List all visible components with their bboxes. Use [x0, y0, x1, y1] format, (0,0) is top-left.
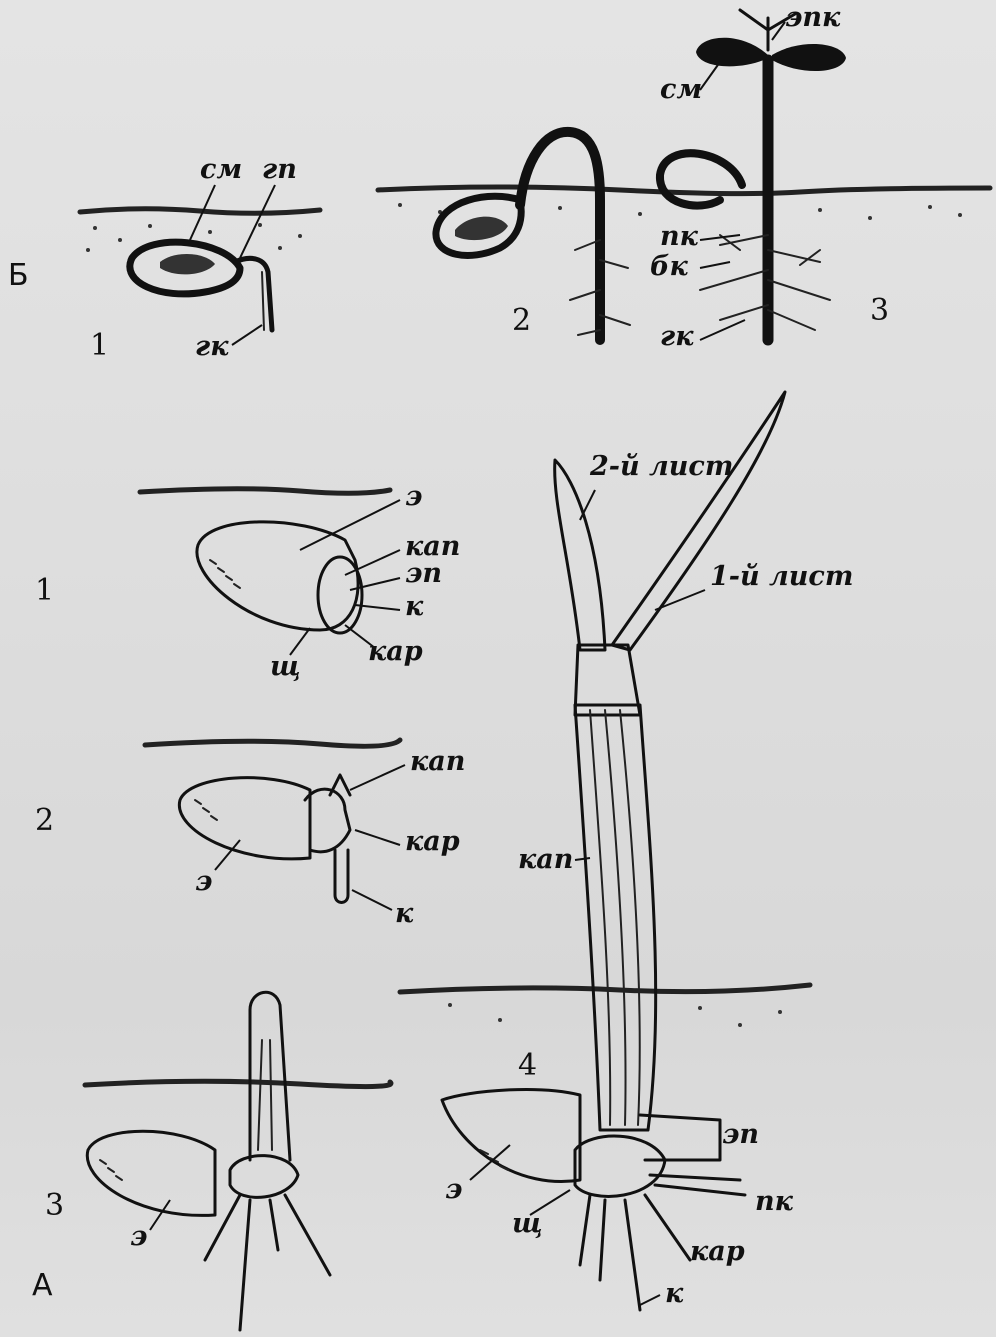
leader-b-bk: [700, 262, 730, 268]
leader-a4-leaf1: [655, 590, 705, 610]
label-a2-endosperm: э: [195, 866, 212, 897]
leader-a4-leaf2: [580, 490, 595, 520]
label-b-side-root: бк: [650, 251, 688, 282]
soil-line-b1: [80, 209, 320, 214]
label-b-main-root-1: гк: [195, 331, 229, 362]
label-a1-coleorhiza: кар: [368, 636, 423, 667]
label-b-cotyledons-3: см: [660, 74, 702, 105]
label-a4-epiblast: эп: [722, 1119, 759, 1150]
panel-b-letter: Б: [8, 258, 29, 293]
a-stage-3-number: 3: [45, 1188, 64, 1223]
label-a2-root: к: [395, 898, 414, 929]
label-a4-coleoptile: кап: [518, 844, 573, 875]
soil-dots-b1: [86, 223, 302, 252]
b-stage-2-number: 2: [512, 303, 531, 338]
b-stage-1-number: 1: [90, 328, 109, 363]
label-a4-coleorhiza: кар: [690, 1236, 745, 1267]
a-stage-4-number: 4: [518, 1048, 537, 1083]
bean-seedling-stage2: [436, 132, 630, 340]
soil-line-b23: [378, 187, 990, 194]
a-stage-1-number: 1: [35, 573, 54, 608]
leader-a2-kap: [350, 765, 405, 790]
leader-b-gp: [240, 185, 275, 258]
label-a4-first-leaf: 1-й лист: [710, 561, 853, 592]
label-a4-scutellum: щ: [512, 1208, 543, 1239]
label-a1-scutellum: щ: [270, 651, 301, 682]
label-a4-root: к: [665, 1278, 684, 1309]
label-b-lateral-root: пк: [660, 221, 699, 252]
a-stage-2-number: 2: [35, 803, 54, 838]
leader-a3-e: [150, 1200, 170, 1230]
label-b-epicotyl: эпк: [785, 2, 841, 33]
soil-line-a1: [140, 489, 390, 494]
seedling-stage4: [442, 392, 785, 1310]
leader-a4-kap: [575, 858, 590, 860]
label-a4-endosperm: э: [445, 1174, 462, 1205]
leader-b-gk3: [700, 320, 745, 340]
leader-a2-k: [352, 890, 392, 910]
label-a1-root: к: [405, 591, 424, 622]
soil-line-a2: [145, 740, 400, 746]
panel-a: А 1 э кап эп к кар щ 2 кап кар: [32, 392, 853, 1330]
b-stage-3-number: 3: [870, 293, 889, 328]
leader-b-cm3: [700, 62, 720, 90]
label-a1-epiblast: эп: [405, 558, 442, 589]
leader-a4-k: [640, 1295, 660, 1305]
label-b-main-root-3: гк: [660, 321, 694, 352]
leader-a2-kar: [355, 830, 400, 845]
panel-b: Б 1 см гп гк: [8, 2, 990, 363]
grain-stage1: [197, 522, 362, 633]
soil-dots-a4: [448, 1003, 782, 1027]
label-b-hypocotyl: гп: [262, 154, 297, 185]
label-a1-endosperm: э: [405, 481, 422, 512]
label-a2-coleorhiza: кар: [405, 826, 460, 857]
label-a4-second-leaf: 2-й лист: [589, 451, 733, 482]
label-a3-endosperm: э: [130, 1221, 147, 1252]
leader-a1-e: [300, 500, 400, 550]
panel-a-letter: А: [32, 1268, 53, 1303]
label-a2-coleoptile: кап: [410, 746, 465, 777]
label-a4-lateral-root: пк: [755, 1186, 794, 1217]
soil-line-a3: [85, 1081, 391, 1086]
leader-a4-sch: [530, 1190, 570, 1215]
label-b-cotyledons-1: см: [200, 154, 242, 185]
bean-seed-stage1: [130, 242, 272, 330]
soil-line-a4: [400, 985, 810, 992]
bean-seedling-stage3: [660, 10, 846, 340]
grain-stage3: [87, 992, 330, 1330]
leader-b-gk1: [232, 325, 262, 345]
